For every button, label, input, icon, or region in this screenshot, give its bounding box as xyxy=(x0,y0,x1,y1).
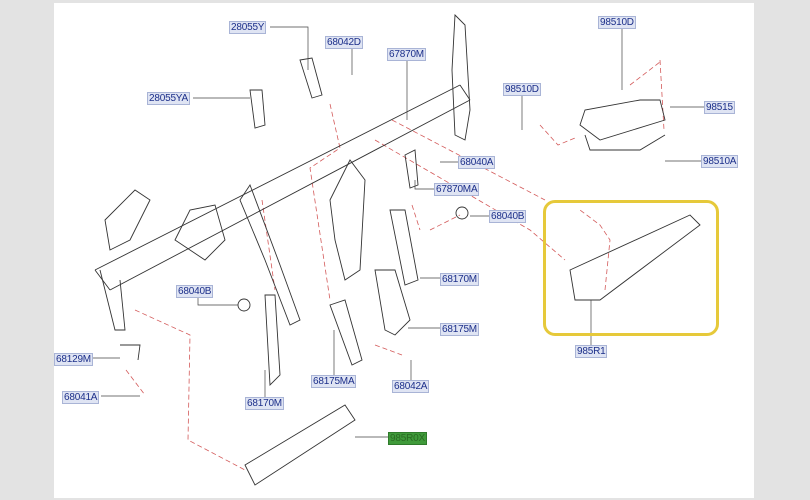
part-label-98510a[interactable]: 98510A xyxy=(701,155,739,168)
part-label-985r0x-selected[interactable]: 985R0X xyxy=(388,432,427,445)
part-label-985r1[interactable]: 985R1 xyxy=(575,345,608,358)
part-label-28055y[interactable]: 28055Y xyxy=(229,21,267,34)
part-label-68040b-right[interactable]: 68040B xyxy=(489,210,527,223)
parts-diagram-sheet xyxy=(54,3,754,498)
part-label-67870ma[interactable]: 67870MA xyxy=(434,183,480,196)
part-label-68042a[interactable]: 68042A xyxy=(392,380,430,393)
part-label-68170m-bottom[interactable]: 68170M xyxy=(245,397,284,410)
part-label-68175ma[interactable]: 68175MA xyxy=(311,375,357,388)
part-label-98515[interactable]: 98515 xyxy=(704,101,735,114)
part-label-68129m[interactable]: 68129M xyxy=(54,353,93,366)
part-label-28055ya[interactable]: 28055YA xyxy=(147,92,191,105)
part-label-68040a[interactable]: 68040A xyxy=(458,156,496,169)
part-label-68170m-right[interactable]: 68170M xyxy=(440,273,479,286)
leader-lines xyxy=(93,26,704,438)
part-label-98510d-mid[interactable]: 98510D xyxy=(503,83,541,96)
part-label-68042d[interactable]: 68042D xyxy=(325,36,363,49)
frame-drawing xyxy=(94,13,701,486)
part-label-68175m[interactable]: 68175M xyxy=(440,323,479,336)
part-label-68040b-left[interactable]: 68040B xyxy=(176,285,214,298)
part-label-98510d-top[interactable]: 98510D xyxy=(598,16,636,29)
part-label-68041a[interactable]: 68041A xyxy=(62,391,100,404)
part-label-67870m[interactable]: 67870M xyxy=(387,48,426,61)
dashed-assembly-lines xyxy=(125,59,665,471)
highlighted-part-frame xyxy=(543,200,719,336)
